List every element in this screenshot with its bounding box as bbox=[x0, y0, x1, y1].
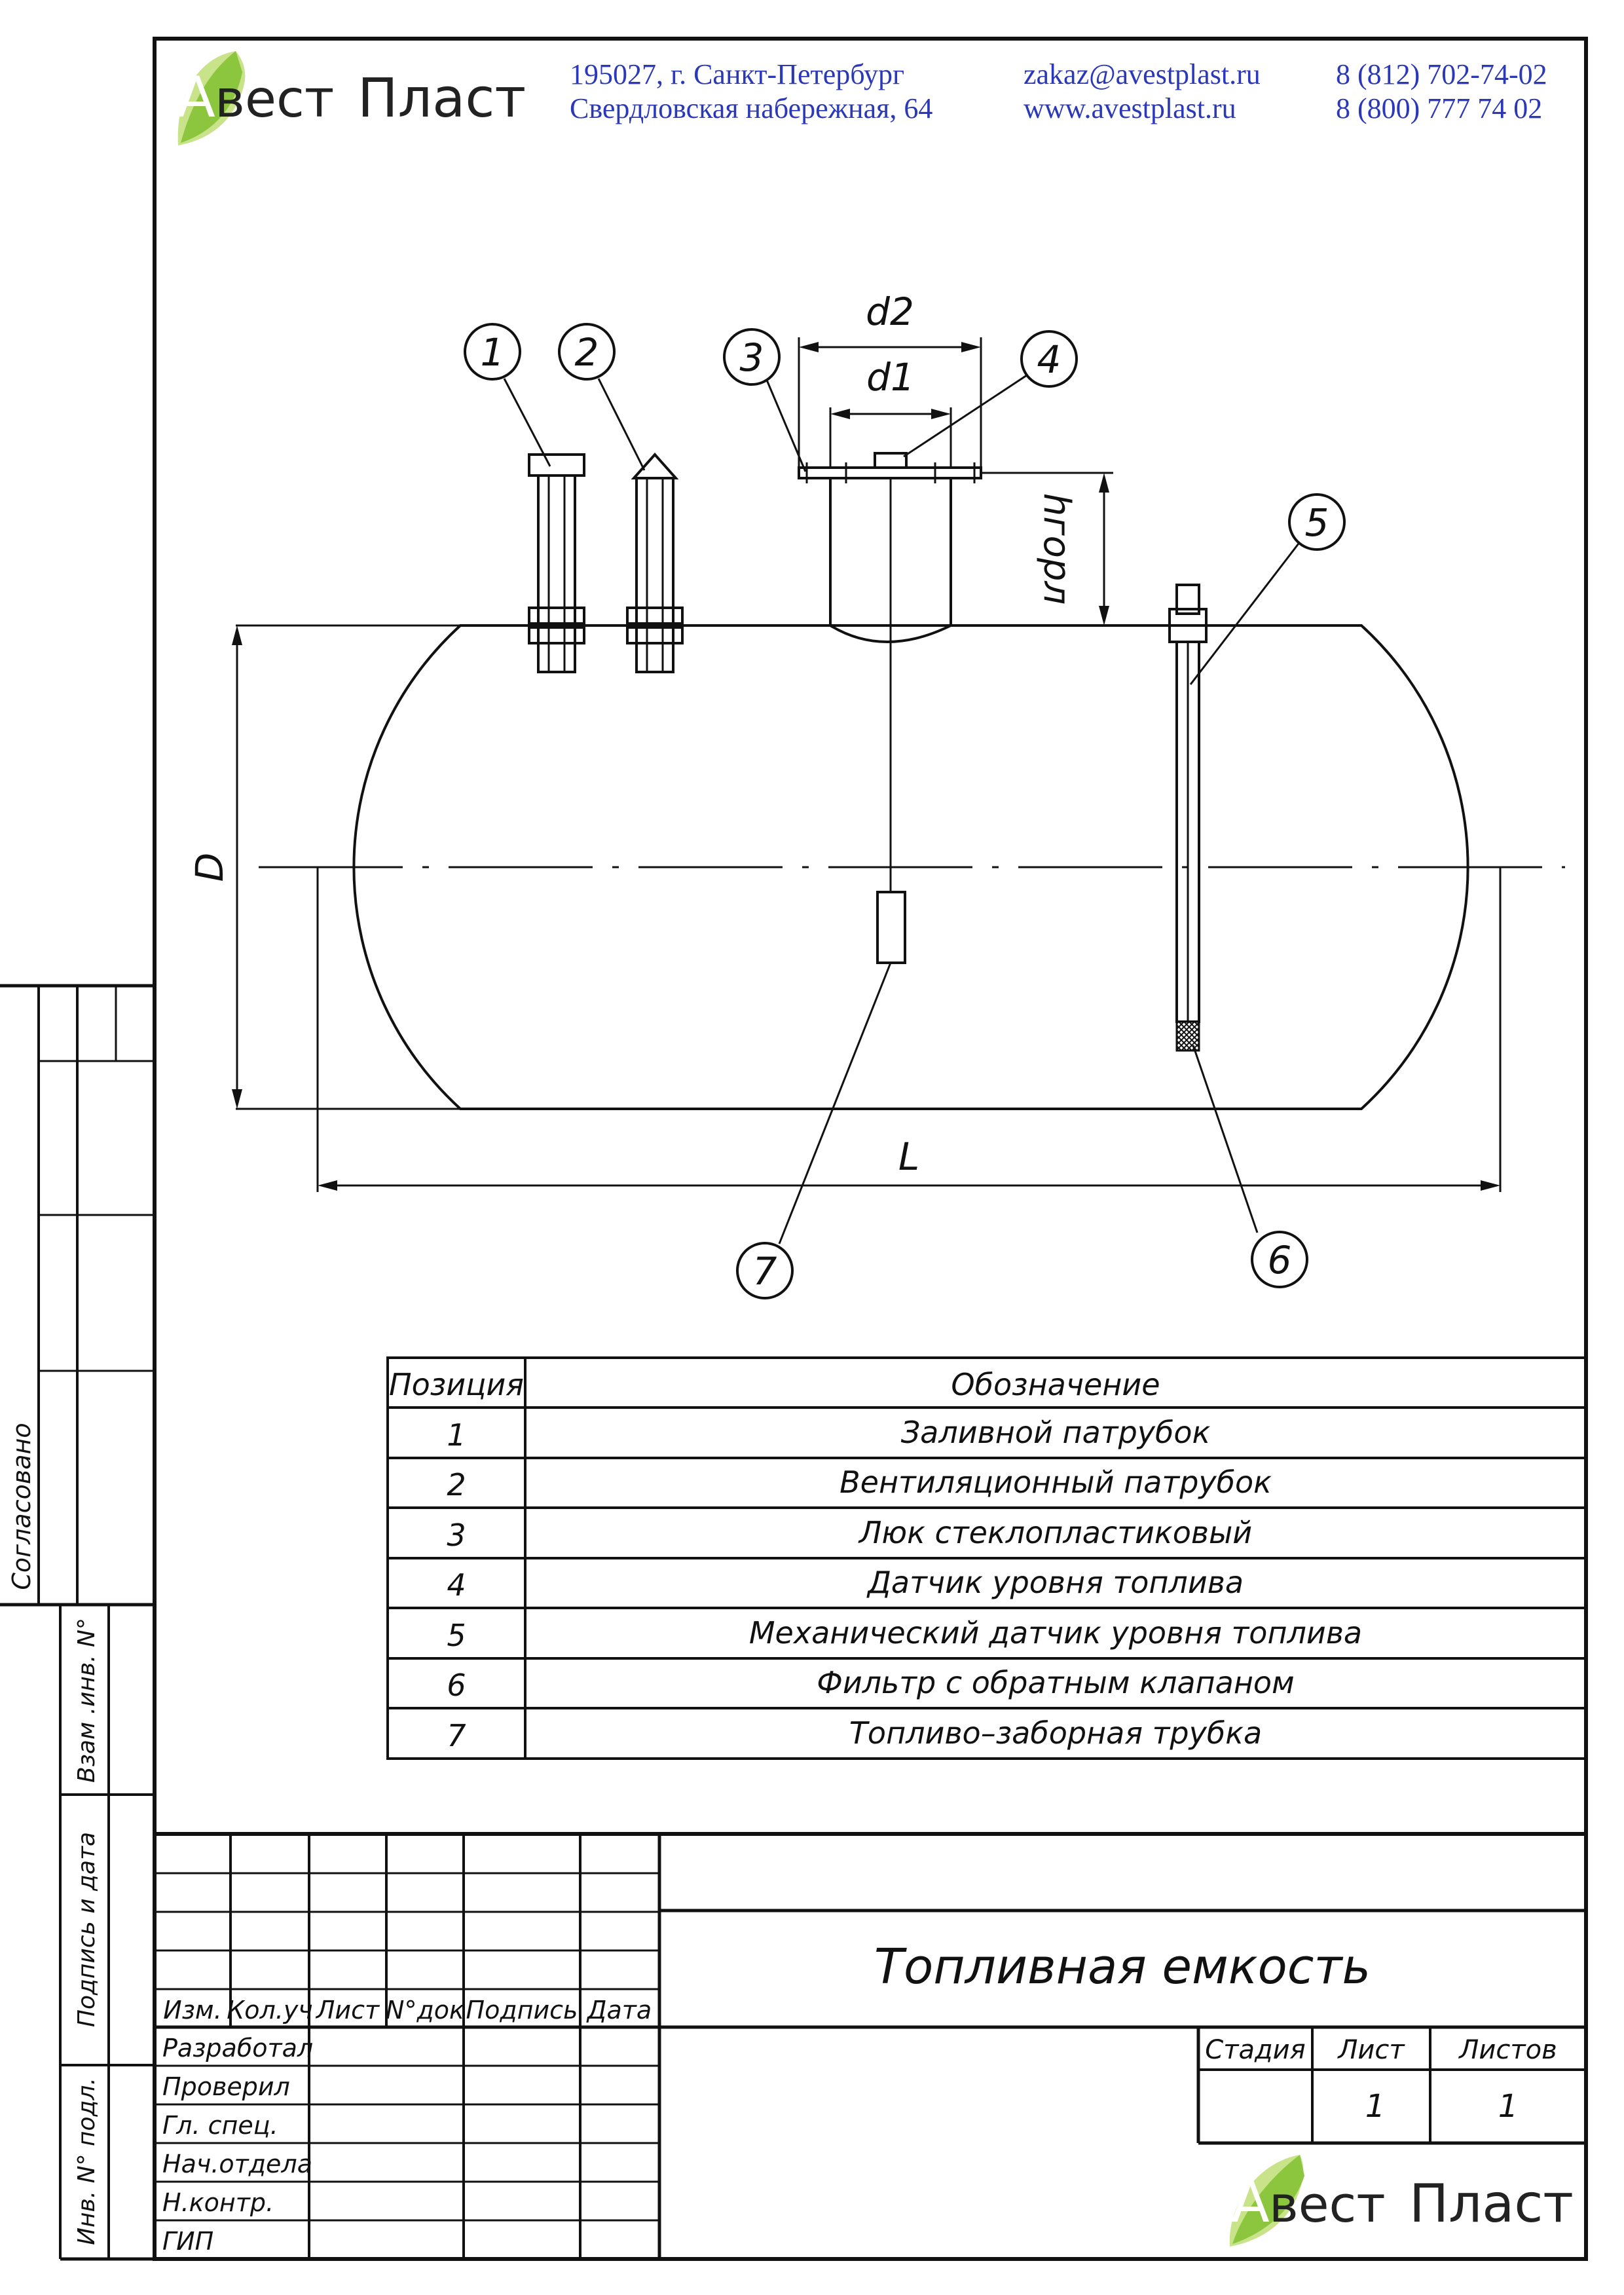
inv-original-label: Инв. N° подл. bbox=[73, 2078, 100, 2245]
dim-label-D: D bbox=[187, 853, 232, 882]
sheets-label: Листов bbox=[1458, 2035, 1557, 2065]
sheet-label: Лист bbox=[1337, 2035, 1405, 2065]
phone-1: 8 (812) 702-74-02 bbox=[1336, 58, 1547, 90]
spec-row-pos: 6 bbox=[447, 1668, 466, 1703]
sheet-value: 1 bbox=[1365, 2088, 1386, 2125]
callout-label-1: 1 bbox=[481, 330, 505, 375]
role-department-head: Нач.отдела bbox=[162, 2150, 312, 2178]
callout-label-4: 4 bbox=[1037, 337, 1061, 382]
phone-2: 8 (800) 777 74 02 bbox=[1336, 92, 1542, 124]
dimension-L: L bbox=[316, 867, 1502, 1192]
address-line-1: 195027, г. Санкт-Петербург bbox=[570, 58, 904, 90]
rev-header-qty: Кол.уч bbox=[227, 1996, 313, 2024]
vent-pipe bbox=[626, 452, 684, 673]
rev-header-change: Изм. bbox=[163, 1996, 221, 2024]
callout-1: 1 bbox=[464, 323, 551, 467]
role-chief-engineer: ГИП bbox=[162, 2227, 213, 2256]
logo-initial: А bbox=[1231, 2170, 1270, 2235]
hatch-neck bbox=[829, 478, 952, 643]
fill-pipe bbox=[528, 453, 585, 673]
side-stamp: Согласовано Взам .инв. N° Подпись и дата… bbox=[0, 984, 155, 2261]
tank-drawing: D L d2 d1 bbox=[187, 289, 1565, 1299]
level-sensor-head bbox=[874, 452, 908, 469]
drawing-title: Топливная емкость bbox=[874, 1939, 1371, 1995]
callout-2: 2 bbox=[558, 323, 646, 471]
spec-row-pos: 5 bbox=[447, 1618, 466, 1653]
spec-row-name: Вентиляционный патрубок bbox=[840, 1465, 1272, 1500]
stage-label: Стадия bbox=[1205, 2035, 1305, 2065]
tank-body bbox=[352, 624, 1469, 1110]
spec-row-name: Датчик уровня топлива bbox=[866, 1565, 1244, 1600]
callout-label-3: 3 bbox=[740, 335, 764, 380]
logo-name-part1: вест bbox=[1269, 2175, 1386, 2233]
title-block: Изм. Кол.уч Лист N°док Подпись Дата Разр… bbox=[155, 1832, 1586, 2259]
spec-row-name: Люк стеклопластиковый bbox=[858, 1515, 1252, 1550]
callout-4: 4 bbox=[903, 330, 1078, 458]
dim-label-L: L bbox=[898, 1134, 919, 1179]
spec-table: Позиция Обозначение 1 Заливной патрубок … bbox=[386, 1356, 1587, 1760]
email-link[interactable]: zakaz@avestplast.ru bbox=[1024, 58, 1261, 90]
dimension-d1: d1 bbox=[829, 355, 952, 468]
spec-row-name: Топливо–заборная трубка bbox=[849, 1715, 1262, 1751]
hatch-flange bbox=[798, 466, 982, 479]
logo-initial: А bbox=[177, 65, 215, 130]
leaf-shade-icon bbox=[181, 51, 242, 143]
role-developer: Разработал bbox=[162, 2034, 313, 2062]
spec-row-pos: 4 bbox=[447, 1567, 466, 1603]
logo-name-part1: вест bbox=[215, 70, 334, 129]
logo-name-part2: Пласт bbox=[358, 67, 526, 130]
filter-mesh bbox=[1175, 1020, 1200, 1052]
dimension-D: D bbox=[187, 624, 460, 1110]
agreed-label: Согласовано bbox=[7, 1423, 36, 1590]
intake-tube-end bbox=[876, 891, 906, 964]
spec-row-name: Механический датчик уровня топлива bbox=[749, 1615, 1362, 1651]
sheets-value: 1 bbox=[1498, 2088, 1519, 2125]
sign-date-label: Подпись и дата bbox=[73, 1832, 100, 2027]
callout-label-7: 7 bbox=[753, 1249, 777, 1294]
spec-row-pos: 2 bbox=[447, 1467, 466, 1502]
website-link[interactable]: www.avestplast.ru bbox=[1024, 92, 1236, 124]
role-chief-specialist: Гл. спец. bbox=[162, 2111, 278, 2140]
spec-row-pos: 1 bbox=[447, 1417, 466, 1453]
dim-label-d2: d2 bbox=[866, 289, 914, 334]
rev-header-date: Дата bbox=[586, 1996, 652, 2024]
callout-3: 3 bbox=[723, 328, 807, 472]
spec-header-designation: Обозначение bbox=[951, 1367, 1160, 1402]
role-checker: Проверил bbox=[162, 2072, 290, 2101]
spec-row-pos: 3 bbox=[447, 1518, 466, 1553]
callout-label-2: 2 bbox=[575, 330, 599, 375]
rev-header-signature: Подпись bbox=[466, 1996, 578, 2024]
sheet-frame bbox=[153, 37, 1588, 2261]
spec-row-name: Фильтр с обратным клапаном bbox=[817, 1665, 1295, 1700]
role-norm-control: Н.контр. bbox=[162, 2188, 274, 2217]
dim-label-d1: d1 bbox=[866, 355, 915, 400]
spec-header-position: Позиция bbox=[389, 1367, 524, 1402]
spec-row-name: Заливной патрубок bbox=[901, 1415, 1211, 1450]
mechanical-level-gauge bbox=[1168, 584, 1208, 1023]
dimension-h-neck: hгорл bbox=[981, 472, 1113, 625]
company-logo: А вест Пласт bbox=[177, 51, 526, 145]
leaf-shade-icon bbox=[1232, 2155, 1304, 2244]
callout-5: 5 bbox=[1189, 493, 1346, 685]
title-block-logo: А вест Пласт bbox=[1229, 2155, 1574, 2247]
dimension-d2: d2 bbox=[798, 289, 982, 468]
callout-label-5: 5 bbox=[1305, 500, 1329, 545]
address-line-2: Свердловская набережная, 64 bbox=[570, 92, 932, 124]
logo-name-part2: Пласт bbox=[1409, 2173, 1574, 2234]
dim-label-h: hгорл bbox=[1035, 493, 1078, 605]
rev-header-doc: N°док bbox=[386, 1996, 464, 2024]
spec-row-pos: 7 bbox=[447, 1718, 466, 1753]
rev-header-sheet: Лист bbox=[315, 1996, 380, 2024]
callout-7: 7 bbox=[736, 962, 892, 1299]
callout-label-6: 6 bbox=[1268, 1238, 1292, 1282]
inv-replace-label: Взам .инв. N° bbox=[73, 1618, 100, 1783]
callout-6: 6 bbox=[1192, 1045, 1308, 1288]
